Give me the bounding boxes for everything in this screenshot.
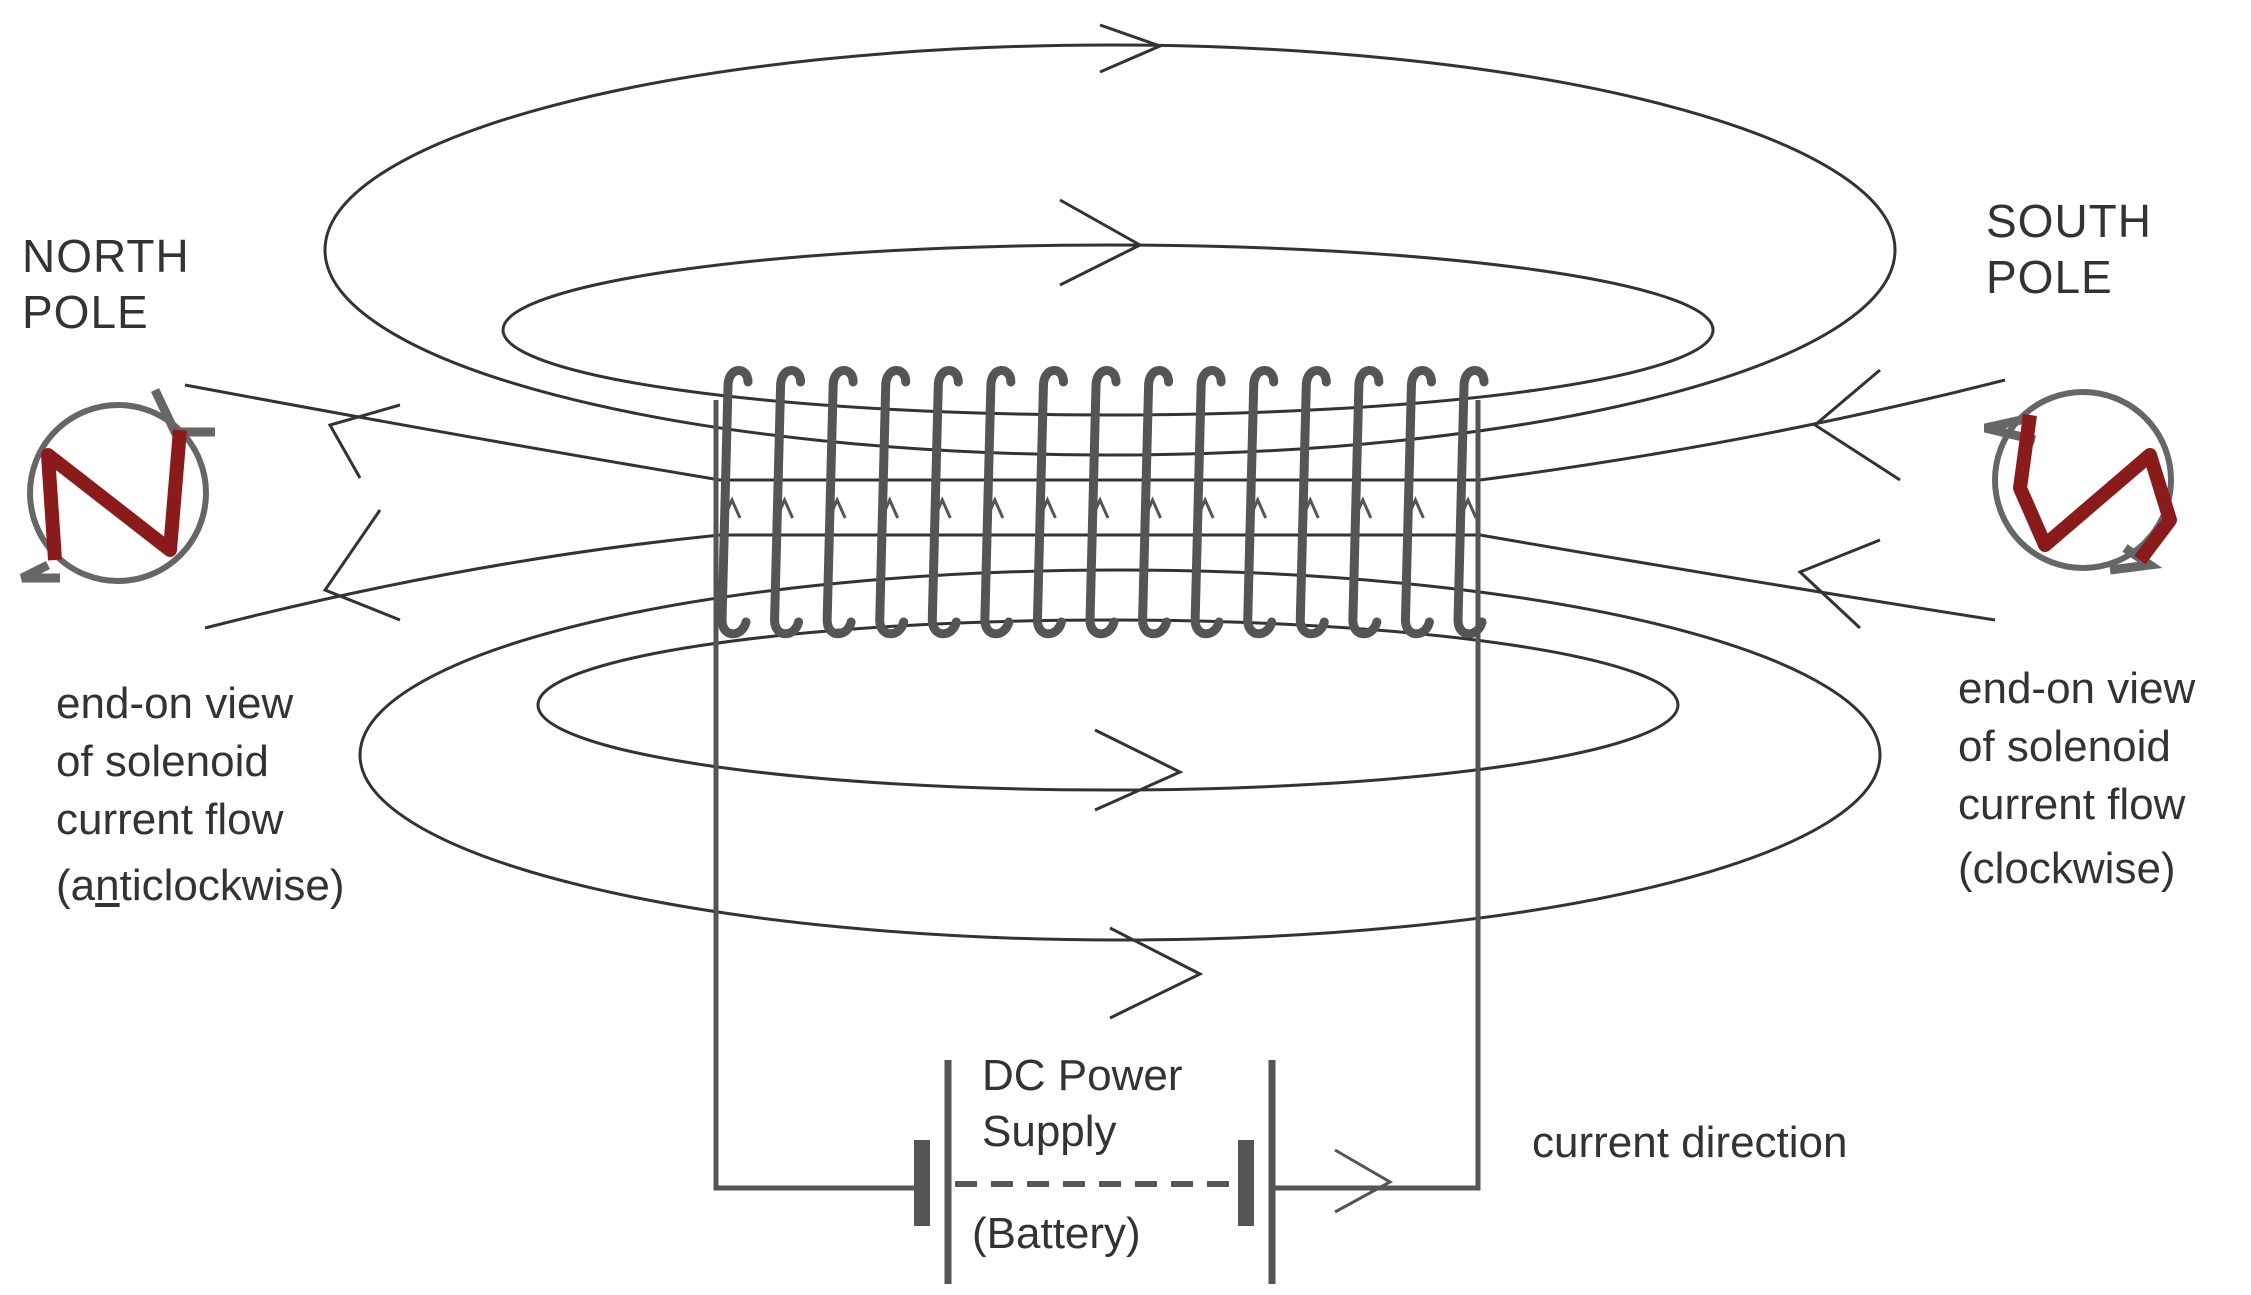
current-direction-label: current direction: [1532, 1118, 1848, 1167]
coil-turn: [717, 366, 753, 639]
north-arrow-bottom: [19, 560, 60, 583]
arrow-left-lower: [322, 509, 401, 622]
south-arrow-top: [1983, 413, 2037, 445]
circuit: [713, 400, 1481, 1284]
coil-current-arrow: [1090, 496, 1110, 519]
coil-turn: [1348, 366, 1384, 639]
north-end-on-symbol: N: [0, 0, 215, 584]
coil-current-arrow: [985, 496, 1005, 519]
north-circle: [27, 402, 209, 584]
south-letter-s: [2013, 414, 2177, 565]
north-letter-n: [41, 429, 187, 561]
coil-current-arrow: [1248, 496, 1268, 519]
field-loop-outer-top: [323, 43, 1897, 457]
coil-current-arrows: [722, 496, 1478, 519]
arrow-inner-bottom: [1094, 728, 1184, 812]
arrow-right-upper: [1812, 368, 1901, 482]
left-desc-line1: end-on view: [56, 679, 294, 728]
north-end-on-description: end-on view of solenoid current flow (an…: [56, 675, 345, 915]
south-symbol-letter: S: [0, 0, 1, 1]
coil-turn: [1190, 366, 1226, 639]
north-arrow-top: [150, 388, 215, 437]
south-pole-line1: SOUTH: [1986, 195, 2152, 247]
arrow-outer-bottom: [1109, 926, 1204, 1020]
arrow-outer-top: [1099, 23, 1165, 74]
coil-turn: [822, 366, 858, 639]
north-pole-line1: NORTH: [22, 230, 190, 282]
field-line-right-lower: [1479, 533, 1996, 622]
coil-current-arrow: [1458, 496, 1478, 519]
right-desc-line2: of solenoid: [1958, 722, 2171, 771]
solenoid-coil: [717, 366, 1489, 639]
coil-turn: [1295, 366, 1331, 639]
current-direction-arrow: [1334, 1148, 1394, 1214]
wire-left: [713, 400, 918, 1191]
coil-current-arrow: [1195, 496, 1215, 519]
coil-current-arrow: [827, 496, 847, 519]
arrow-left-upper: [327, 403, 401, 479]
coil-turn: [1243, 366, 1279, 639]
field-loop-inner-top: [501, 243, 1715, 417]
coil-turn: [770, 366, 806, 639]
battery-label: (Battery): [972, 1209, 1141, 1258]
north-pole-line2: POLE: [22, 286, 149, 338]
north-pole-label: NORTH POLE: [22, 228, 190, 340]
south-end-on-symbol: S: [0, 0, 2177, 575]
left-desc-underlined: n: [95, 861, 120, 910]
coil-turn: [875, 366, 911, 639]
coil-current-arrow: [880, 496, 900, 519]
right-desc-line1: end-on view: [1958, 664, 2196, 713]
coil-current-arrow: [1038, 496, 1057, 519]
coil-current-arrow: [1143, 496, 1162, 519]
left-desc-close: ticlockwise): [119, 861, 345, 910]
south-arrow-bottom: [2109, 544, 2163, 575]
left-desc-line4: (anticlockwise): [56, 857, 345, 915]
arrow-inner-top: [1059, 198, 1144, 287]
field-line-left-lower: [204, 533, 1040, 630]
north-symbol-letter: N: [0, 0, 1, 1]
south-pole-label: SOUTH POLE: [1986, 193, 2152, 305]
coil-turn: [1138, 366, 1174, 639]
field-arrows: [322, 23, 1901, 1020]
right-desc-line3: current flow: [1958, 780, 2186, 829]
south-pole-line2: POLE: [1986, 251, 2113, 303]
coil-current-arrow: [775, 496, 794, 519]
field-loop-outer-bottom: [358, 568, 1882, 942]
coil-current-arrow: [932, 496, 952, 519]
coil-current-arrow: [722, 496, 742, 519]
field-loop-inner-bottom: [536, 618, 1680, 792]
arrow-right-lower: [1797, 538, 1881, 630]
field-line-left-upper: [184, 383, 1040, 482]
south-end-on-description: end-on view of solenoid current flow (cl…: [1958, 660, 2195, 898]
field-line-right-upper: [1479, 378, 2006, 482]
power-supply-label: DC Power Supply: [982, 1048, 1183, 1160]
left-desc-line2: of solenoid: [56, 737, 269, 786]
coil-turn: [1085, 366, 1121, 639]
coil-current-arrow: [1353, 496, 1373, 519]
coil-turn: [927, 366, 963, 639]
power-line1: DC Power: [982, 1051, 1183, 1100]
south-circle: [1992, 389, 2174, 571]
power-line2: Supply: [982, 1107, 1117, 1156]
coil-turn: [980, 366, 1016, 639]
left-desc-open: (a: [56, 861, 96, 910]
wire-right: [1272, 400, 1481, 1191]
coil-turn: [1032, 366, 1068, 639]
coil-current-arrow: [1406, 496, 1425, 519]
right-desc-line4: (clockwise): [1958, 844, 2176, 893]
left-desc-line3: current flow: [56, 795, 284, 844]
coil-turn: [1400, 366, 1436, 639]
coil-current-arrow: [1300, 496, 1320, 519]
